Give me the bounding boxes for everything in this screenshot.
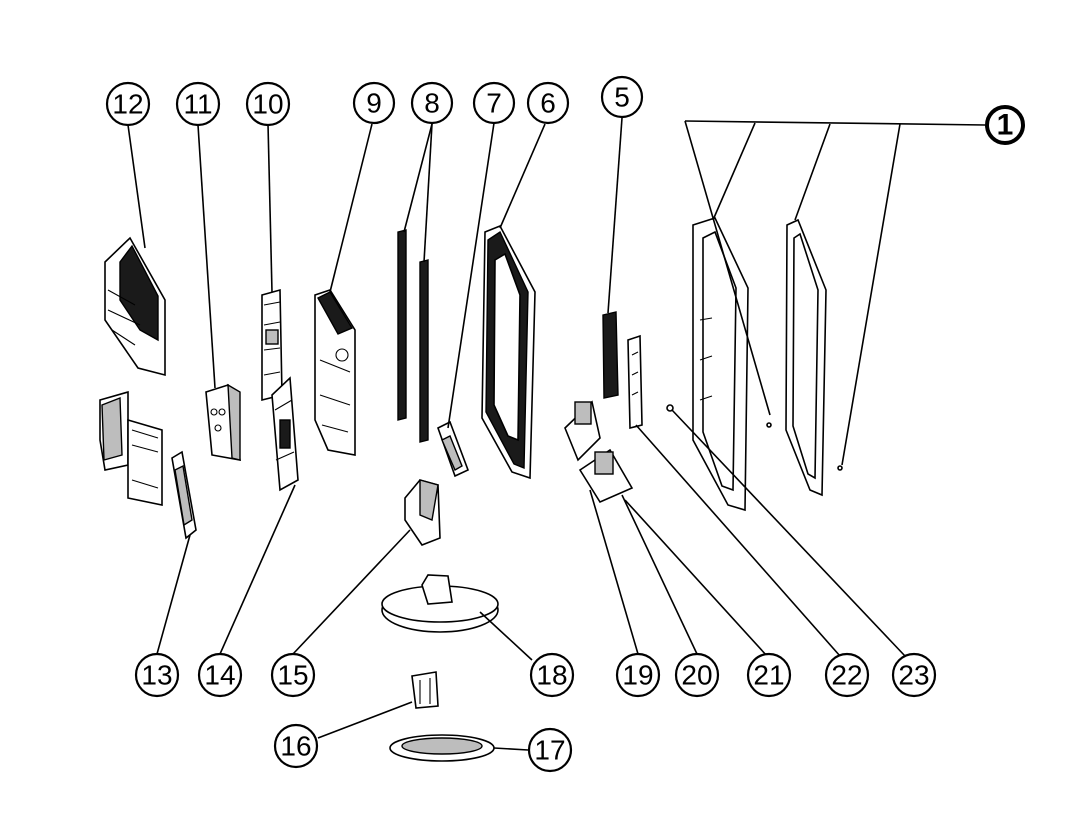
part-ir-board [627, 334, 643, 430]
part-9-main-board [314, 289, 356, 456]
part-12-rear-cover [99, 236, 166, 506]
part-7-clip [437, 420, 470, 478]
callout-20: 20 [674, 652, 720, 698]
callout-5: 5 [600, 75, 644, 119]
callout-10: 10 [245, 81, 291, 127]
part-14-board [271, 376, 299, 492]
callout-13-label: 13 [141, 660, 172, 691]
callout-16: 16 [273, 723, 319, 769]
callout-7-label: 7 [486, 88, 502, 119]
callout-20-label: 20 [681, 660, 712, 691]
callout-16-label: 16 [280, 731, 311, 762]
callout-8: 8 [410, 81, 454, 125]
part-frame [785, 218, 827, 497]
callout-21: 21 [746, 652, 792, 698]
callout-18-label: 18 [536, 660, 567, 691]
callout-8-label: 8 [424, 88, 440, 119]
callout-12: 12 [105, 81, 151, 127]
callout-19: 19 [615, 652, 661, 698]
callout-13: 13 [134, 652, 180, 698]
part-15-stand-neck [404, 479, 441, 546]
part-18-stand-base [381, 574, 499, 633]
part-19-20-control-board [564, 400, 634, 504]
callout-17-label: 17 [534, 735, 565, 766]
callout-14: 14 [197, 652, 243, 698]
callout-15-label: 15 [277, 660, 308, 691]
callout-21-label: 21 [753, 660, 784, 691]
callout-22-label: 22 [831, 660, 862, 691]
callout-6: 6 [526, 81, 570, 125]
callout-1-label: 1 [997, 109, 1014, 142]
callout-18: 18 [529, 652, 575, 698]
callout-23-label: 23 [898, 660, 929, 691]
callout-11: 11 [175, 81, 221, 127]
part-8-strips [397, 229, 429, 443]
part-13-bracket [171, 450, 197, 540]
callout-19-label: 19 [622, 660, 653, 691]
callout-9-label: 9 [366, 88, 382, 119]
callout-10-label: 10 [252, 89, 283, 120]
part-front-bezel [692, 217, 749, 512]
callout-23: 23 [891, 652, 937, 698]
callout-22: 22 [824, 652, 870, 698]
callout-17: 17 [527, 727, 573, 773]
part-17-base-plate [389, 734, 495, 762]
callout-6-label: 6 [540, 88, 556, 119]
callout-9: 9 [352, 81, 396, 125]
callout-15: 15 [270, 652, 316, 698]
callout-14-label: 14 [204, 660, 235, 691]
part-16-clip [411, 671, 439, 709]
part-10-board [261, 288, 283, 402]
part-6-lcd-panel [481, 224, 536, 480]
callout-7: 7 [472, 81, 516, 125]
callout-1: 1 [985, 105, 1025, 145]
part-5-board [602, 311, 619, 399]
callout-5-label: 5 [614, 82, 630, 113]
leader-lines [127, 117, 986, 751]
callout-11-label: 11 [183, 89, 212, 120]
callout-12-label: 12 [112, 89, 143, 120]
part-11-board [205, 383, 241, 461]
part-22-23-screws [666, 404, 843, 471]
